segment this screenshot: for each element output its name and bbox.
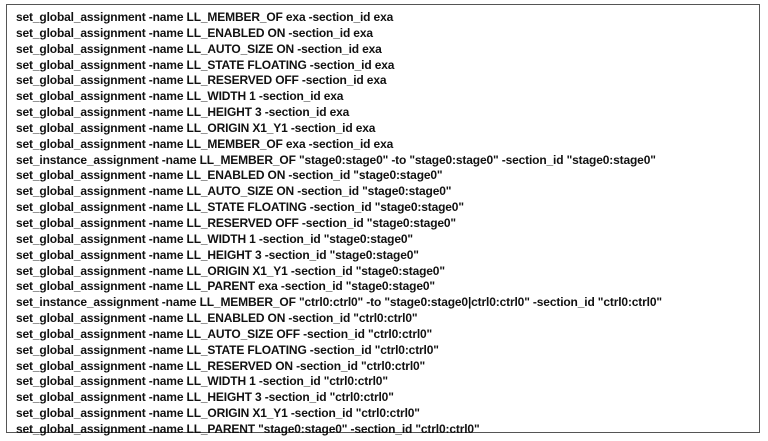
code-line: set_global_assignment -name LL_RESERVED …	[16, 358, 426, 373]
code-line: set_global_assignment -name LL_HEIGHT 3 …	[16, 247, 419, 262]
code-line: set_global_assignment -name LL_STATE FLO…	[16, 342, 439, 357]
code-line: set_global_assignment -name LL_WIDTH 1 -…	[16, 231, 413, 246]
code-line: set_global_assignment -name LL_AUTO_SIZE…	[16, 326, 433, 341]
code-listing-box: set_global_assignment -name LL_MEMBER_OF…	[6, 4, 760, 436]
code-line: set_global_assignment -name LL_WIDTH 1 -…	[16, 89, 344, 104]
code-line: set_global_assignment -name LL_RESERVED …	[16, 215, 456, 230]
code-line: set_global_assignment -name LL_ORIGIN X1…	[16, 120, 376, 135]
code-line: set_global_assignment -name LL_ORIGIN X1…	[16, 406, 420, 421]
code-line: set_global_assignment -name LL_AUTO_SIZE…	[16, 41, 382, 56]
code-line: set_global_assignment -name LL_MEMBER_OF…	[16, 136, 394, 151]
code-line: set_global_assignment -name LL_MEMBER_OF…	[16, 10, 394, 24]
code-line: set_global_assignment -name LL_HEIGHT 3 …	[16, 390, 394, 405]
code-line: set_global_assignment -name LL_PARENT "s…	[16, 421, 480, 436]
code-line: set_global_assignment -name LL_ORIGIN X1…	[16, 263, 445, 278]
code-line: set_instance_assignment -name LL_MEMBER_…	[16, 295, 662, 310]
code-line: set_global_assignment -name LL_STATE FLO…	[16, 57, 395, 72]
code-line: set_global_assignment -name LL_PARENT ex…	[16, 279, 435, 294]
code-line: set_global_assignment -name LL_ENABLED O…	[16, 25, 373, 40]
code-line: set_global_assignment -name LL_ENABLED O…	[16, 168, 443, 183]
code-line: set_global_assignment -name LL_STATE FLO…	[16, 200, 464, 215]
code-line: set_global_assignment -name LL_RESERVED …	[16, 73, 387, 88]
code-line: set_instance_assignment -name LL_MEMBER_…	[16, 152, 656, 167]
code-line: set_global_assignment -name LL_HEIGHT 3 …	[16, 105, 350, 120]
code-line: set_global_assignment -name LL_ENABLED O…	[16, 311, 418, 326]
code-line: set_global_assignment -name LL_WIDTH 1 -…	[16, 374, 388, 389]
code-listing: set_global_assignment -name LL_MEMBER_OF…	[16, 10, 662, 438]
code-line: set_global_assignment -name LL_AUTO_SIZE…	[16, 184, 452, 199]
